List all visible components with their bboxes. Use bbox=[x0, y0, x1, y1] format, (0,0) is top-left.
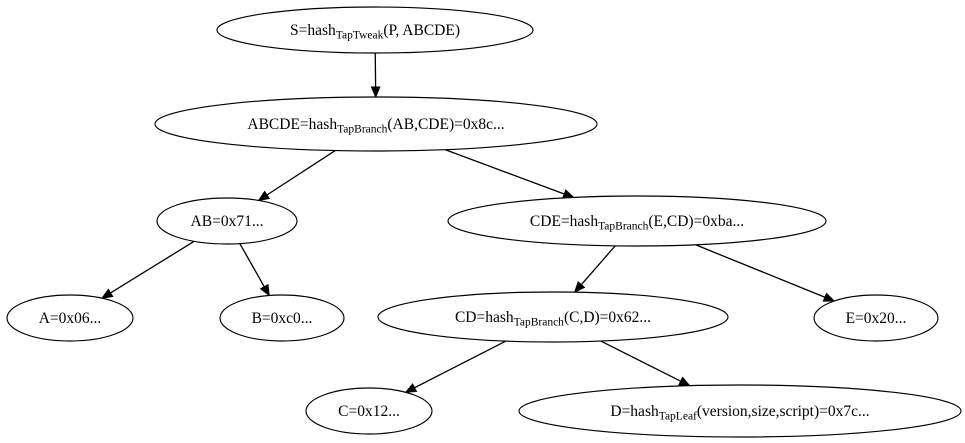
edge-cde-to-e bbox=[695, 244, 826, 298]
node-ellipse-a bbox=[6, 294, 134, 342]
arrowhead-icon bbox=[257, 190, 271, 202]
node-label-abcde: ABCDE=hashTapBranch(AB,CDE)=0x8c... bbox=[247, 116, 504, 136]
node-label-b: B=0xc0... bbox=[252, 310, 313, 327]
arrowhead-icon bbox=[259, 283, 270, 297]
arrowhead-icon bbox=[678, 376, 691, 387]
node-b[interactable]: B=0xc0... bbox=[219, 294, 345, 342]
edge-cd-to-c bbox=[414, 340, 507, 389]
node-label-cde: CDE=hashTapBranch(E,CD)=0xba... bbox=[530, 213, 744, 233]
arrowhead-icon bbox=[822, 292, 836, 302]
node-e[interactable]: E=0x20... bbox=[813, 294, 939, 342]
node-ab[interactable]: AB=0x71... bbox=[156, 197, 298, 245]
node-label-a: A=0x06... bbox=[39, 310, 102, 327]
edge-ab-to-a bbox=[110, 240, 195, 294]
node-label-d: D=hashTapLeaf(version,size,script)=0x7c.… bbox=[610, 403, 869, 423]
arrowhead-icon bbox=[562, 189, 575, 199]
node-ellipse-cd bbox=[377, 291, 729, 343]
arrowhead-icon bbox=[100, 288, 114, 299]
node-ellipse-ab bbox=[156, 197, 298, 245]
arrowhead-icon bbox=[370, 86, 381, 99]
node-abcde[interactable]: ABCDE=hashTapBranch(AB,CDE)=0x8c... bbox=[154, 96, 598, 152]
edge-ab-to-b bbox=[239, 243, 265, 288]
node-c[interactable]: C=0x12... bbox=[305, 387, 433, 435]
edge-abcde-to-ab bbox=[266, 149, 336, 196]
node-ellipse-cde bbox=[447, 195, 827, 247]
edges-layer bbox=[100, 52, 836, 393]
node-label-s: S=hashTapTweak(P, ABCDE) bbox=[290, 22, 460, 42]
arrowhead-icon bbox=[404, 383, 418, 393]
node-ellipse-abcde bbox=[154, 96, 598, 152]
node-ellipse-d bbox=[518, 384, 962, 438]
edge-cde-to-cd bbox=[580, 245, 616, 286]
node-ellipse-s bbox=[216, 6, 534, 54]
node-label-ab: AB=0x71... bbox=[191, 213, 264, 230]
node-label-e: E=0x20... bbox=[846, 310, 907, 327]
node-ellipse-c bbox=[305, 387, 433, 435]
node-label-cd: CD=hashTapBranch(C,D)=0x62... bbox=[455, 309, 651, 329]
node-label-c: C=0x12... bbox=[338, 403, 400, 420]
node-ellipse-b bbox=[219, 294, 345, 342]
nodes-layer: S=hashTapTweak(P, ABCDE) ABCDE=hashTapBra… bbox=[6, 6, 962, 438]
node-d[interactable]: D=hashTapLeaf(version,size,script)=0x7c.… bbox=[518, 384, 962, 438]
edge-cd-to-d bbox=[600, 340, 681, 382]
node-cde[interactable]: CDE=hashTapBranch(E,CD)=0xba... bbox=[447, 195, 827, 247]
arrowhead-icon bbox=[573, 281, 586, 294]
node-cd[interactable]: CD=hashTapBranch(C,D)=0x62... bbox=[377, 291, 729, 343]
node-a[interactable]: A=0x06... bbox=[6, 294, 134, 342]
node-ellipse-e bbox=[813, 294, 939, 342]
node-s[interactable]: S=hashTapTweak(P, ABCDE) bbox=[216, 6, 534, 54]
edge-abcde-to-cde bbox=[444, 149, 565, 195]
